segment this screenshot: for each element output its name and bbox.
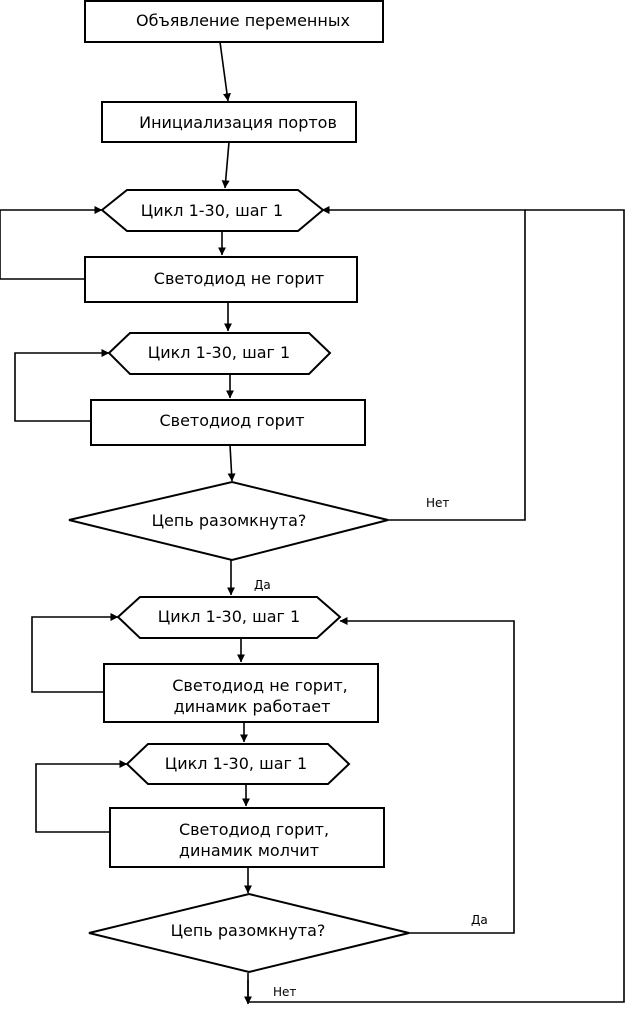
edge-declare-to-init [219, 41, 231, 102]
edge-led-off1-back-to-loop1 [0, 206, 103, 280]
node-loop1-label: Цикл 1-30, шаг 1 [141, 201, 283, 220]
node-led-off-speaker-on-label-line2: динамик работает [174, 697, 331, 716]
node-declare-vars: Объявление переменных [84, 0, 384, 43]
node-decision2: Цепь разомкнута? [88, 892, 410, 974]
edge-decision1-no-to-loop1 [321, 206, 526, 521]
node-loop1: Цикл 1-30, шаг 1 [100, 189, 325, 232]
node-init-ports: Инициализация портов [101, 101, 357, 143]
node-decision1-label: Цепь разомкнута? [152, 511, 307, 530]
node-init-ports-label: Инициализация портов [139, 113, 337, 132]
node-led-off1-label: Светодиод не горит [154, 269, 324, 288]
node-declare-vars-label: Объявление переменных [136, 11, 350, 30]
node-loop4-label: Цикл 1-30, шаг 1 [165, 754, 307, 773]
edge-label-decision1-yes: Да [254, 578, 271, 592]
node-led-off-speaker-on-label-line1: Светодиод не горит, [172, 676, 348, 695]
node-led-on1-label: Светодиод горит [159, 411, 304, 430]
edge-label-decision2-yes: Да [471, 913, 488, 927]
node-led-off-speaker-on: Светодиод не горит, динамик работает [103, 663, 379, 723]
edge-led-on1-back-to-loop2 [14, 349, 110, 422]
node-decision2-label: Цепь разомкнута? [171, 921, 326, 940]
node-loop2: Цикл 1-30, шаг 1 [107, 332, 332, 375]
node-led-off1: Светодиод не горит [84, 256, 358, 303]
edge-led-off-speaker-on-back-to-loop3 [31, 613, 119, 693]
edge-led-on-speaker-off-back-to-loop4 [35, 760, 128, 833]
node-led-on1: Светодиод горит [90, 399, 366, 446]
node-decision1: Цепь разомкнута? [68, 480, 389, 562]
node-loop3-label: Цикл 1-30, шаг 1 [158, 607, 300, 626]
edge-init-to-loop1 [221, 141, 230, 189]
node-led-on-speaker-off: Светодиод горит, динамик молчит [109, 807, 385, 868]
edge-led-on1-to-decision1 [227, 444, 236, 482]
edge-label-decision2-no: Нет [273, 985, 296, 999]
node-loop3: Цикл 1-30, шаг 1 [116, 596, 342, 639]
node-led-on-speaker-off-label-line2: динамик молчит [179, 841, 319, 860]
edges [0, 41, 625, 1005]
edge-decision2-yes-to-loop3 [339, 617, 515, 934]
node-loop2-label: Цикл 1-30, шаг 1 [148, 343, 290, 362]
node-loop4: Цикл 1-30, шаг 1 [125, 743, 351, 785]
edge-label-decision1-no: Нет [426, 496, 449, 510]
node-led-on-speaker-off-label-line1: Светодиод горит, [179, 820, 329, 839]
